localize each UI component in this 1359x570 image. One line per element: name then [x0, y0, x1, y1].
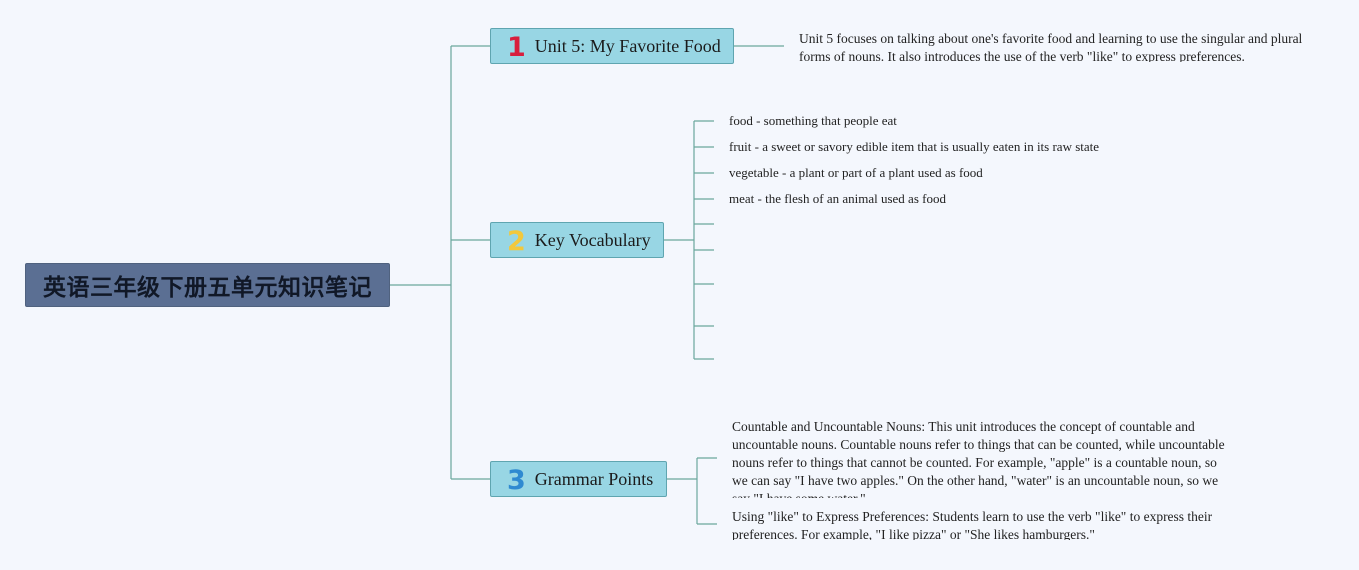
root-node[interactable]: 英语三年级下册五单元知识笔记	[25, 263, 390, 307]
root-title: 英语三年级下册五单元知识笔记	[43, 275, 372, 301]
grammar-item-countable-nouns[interactable]: Countable and Uncountable Nouns: This un…	[732, 419, 1225, 498]
topic-label: Grammar Points	[534, 468, 654, 489]
vocab-item-food[interactable]: food - something that people eat	[729, 113, 897, 128]
topic-label: Key Vocabulary	[534, 229, 651, 250]
unit-summary-text[interactable]: Unit 5 focuses on talking about one's fa…	[799, 31, 1303, 62]
topic-node-grammar-points[interactable]: 3 Grammar Points	[490, 461, 667, 497]
number-three-icon: 3	[507, 464, 526, 496]
vocab-item-meat[interactable]: meat - the flesh of an animal used as fo…	[729, 191, 946, 206]
topic-label: Unit 5: My Favorite Food	[534, 35, 721, 56]
vocab-item-vegetable[interactable]: vegetable - a plant or part of a plant u…	[729, 165, 983, 180]
number-one-icon: 1	[507, 31, 526, 63]
topic-node-unit-5[interactable]: 1 Unit 5: My Favorite Food	[490, 28, 734, 64]
vocab-item-fruit[interactable]: fruit - a sweet or savory edible item th…	[729, 139, 1100, 154]
number-two-icon: 2	[507, 225, 526, 257]
grammar-item-like-preferences[interactable]: Using "like" to Express Preferences: Stu…	[732, 509, 1213, 540]
topic-node-key-vocabulary[interactable]: 2 Key Vocabulary	[490, 222, 664, 258]
